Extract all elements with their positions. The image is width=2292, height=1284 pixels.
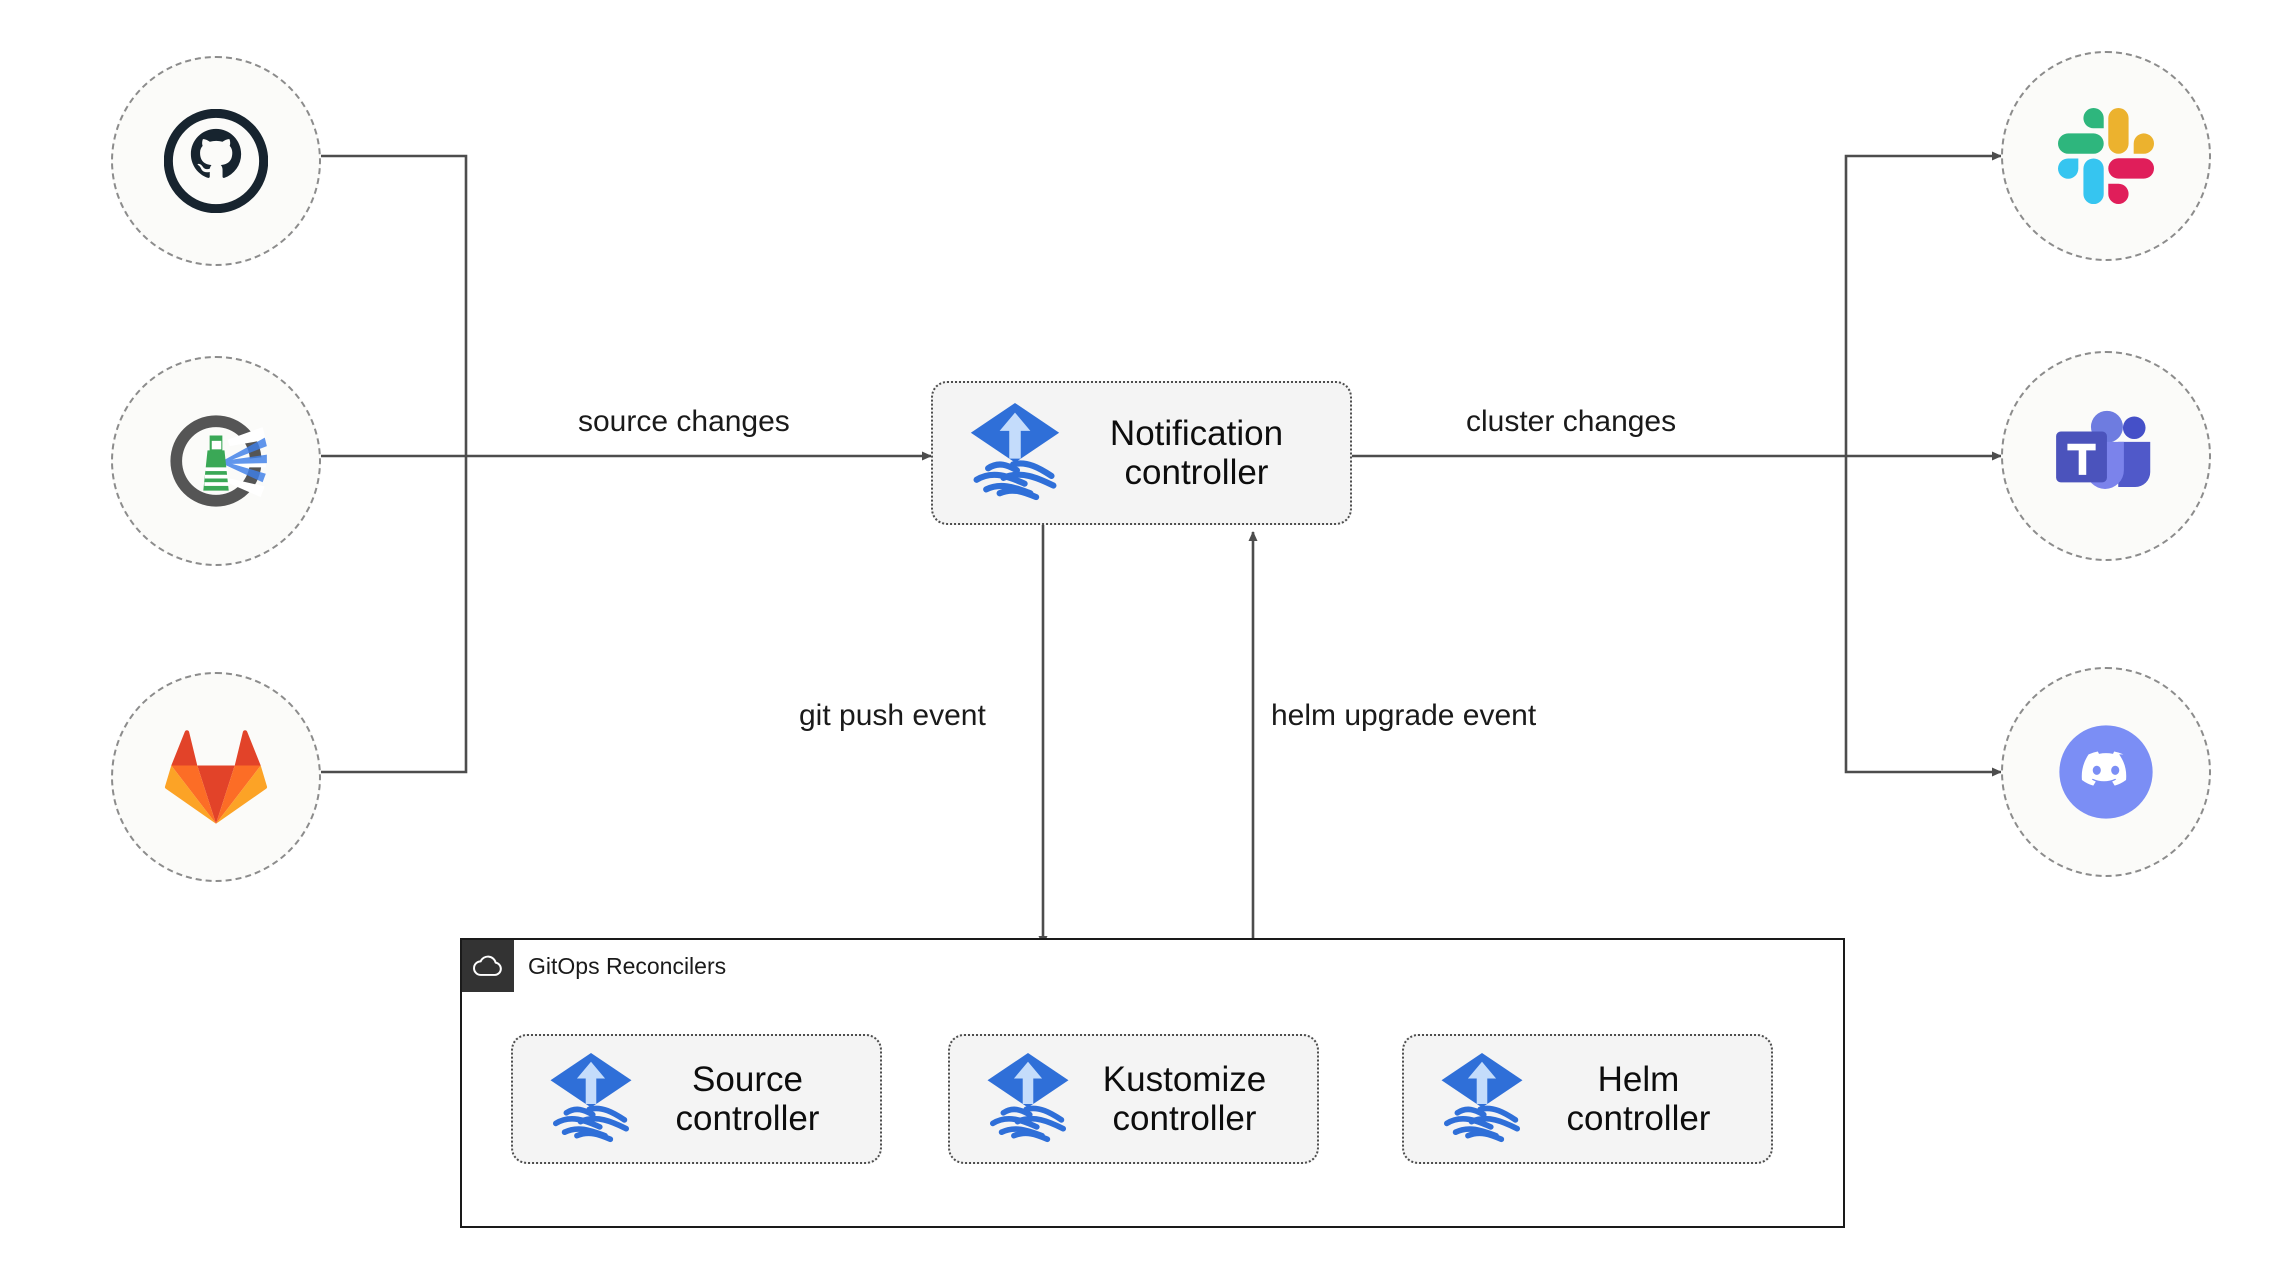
gitops-reconcilers-group: GitOps Reconcilers Source con (460, 938, 1845, 1228)
edge-label-git-push-event: git push event (799, 699, 986, 732)
flux-icon (984, 1051, 1072, 1148)
lighthouse-icon (163, 408, 269, 514)
kustomize-controller-node[interactable]: Kustomize controller (948, 1034, 1319, 1164)
cloud-icon (462, 940, 514, 992)
github-icon (164, 109, 268, 213)
helm-controller-label: Helm controller (1566, 1059, 1711, 1138)
helm-controller-node[interactable]: Helm controller (1402, 1034, 1773, 1164)
slack-icon (2058, 108, 2154, 204)
source-node-github[interactable] (111, 56, 321, 266)
ms-teams-icon (2054, 408, 2158, 504)
destination-node-discord[interactable] (2001, 667, 2211, 877)
gitlab-icon (164, 727, 268, 827)
wire-gitlab-to-trunk (321, 456, 468, 774)
edge-label-source-changes: source changes (578, 405, 790, 438)
gitops-reconcilers-title: GitOps Reconcilers (528, 952, 727, 979)
notification-controller-label: Notification controller (1109, 413, 1284, 492)
destination-node-slack[interactable] (2001, 51, 2211, 261)
flux-icon (547, 1051, 635, 1148)
edge-label-helm-upgrade-event: helm upgrade event (1271, 699, 1537, 732)
wire-trunk-to-discord (1844, 456, 2002, 777)
wire-trunk-to-slack (1844, 151, 2002, 456)
source-node-lighthouse[interactable] (111, 356, 321, 566)
destination-node-teams[interactable] (2001, 351, 2211, 561)
wire-github-to-trunk (321, 154, 468, 456)
kustomize-controller-label: Kustomize controller (1102, 1059, 1267, 1138)
source-controller-label: Source controller (675, 1059, 820, 1138)
source-node-gitlab[interactable] (111, 672, 321, 882)
notification-controller-node[interactable]: Notification controller (931, 381, 1352, 525)
flux-icon (967, 401, 1063, 506)
gitops-reconcilers-header: GitOps Reconcilers (462, 940, 726, 992)
source-controller-node[interactable]: Source controller (511, 1034, 882, 1164)
edge-label-cluster-changes: cluster changes (1466, 405, 1677, 438)
discord-icon (2053, 719, 2159, 825)
flux-icon (1438, 1051, 1526, 1148)
